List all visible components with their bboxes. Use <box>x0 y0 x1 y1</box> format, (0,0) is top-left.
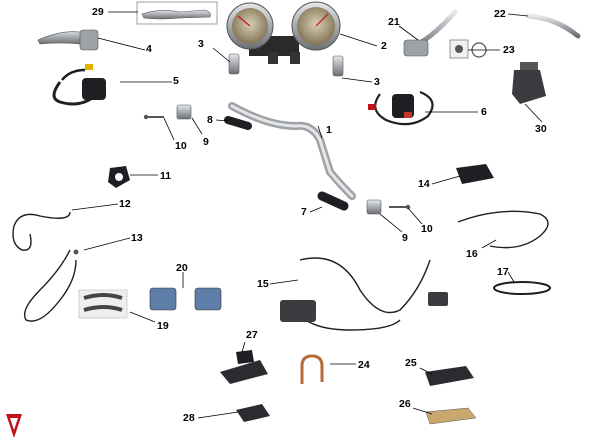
part-29-brake-pedal <box>136 1 218 25</box>
callout-12: 12 <box>119 198 131 210</box>
part-23-switch-parts <box>449 39 487 59</box>
leader-line-7 <box>309 206 323 213</box>
leader-line-16 <box>481 239 497 249</box>
leader-line-10b <box>407 207 423 225</box>
callout-24: 24 <box>358 359 370 371</box>
leader-line-3b <box>341 77 373 83</box>
callout-10a: 10 <box>175 140 187 152</box>
part-27-holder <box>220 350 268 384</box>
part-30-master-cylinder <box>512 62 546 104</box>
leader-line-9b <box>379 213 403 233</box>
leader-line-4 <box>97 37 146 51</box>
leader-line-2 <box>339 33 378 47</box>
part-8-grip <box>224 116 252 130</box>
part-4-clutch-lever <box>37 29 99 51</box>
leader-lines <box>71 11 543 419</box>
part-10-screw <box>143 114 411 210</box>
callout-13: 13 <box>131 232 143 244</box>
part-12-throttle-cable <box>12 211 71 251</box>
leader-line-8 <box>215 119 229 122</box>
part-24-pipe <box>300 354 324 384</box>
part-3-mount-bolt <box>228 53 344 77</box>
leader-line-19 <box>129 311 156 323</box>
part-22-lever <box>525 13 581 39</box>
part-21-front-brake-lever <box>403 9 458 57</box>
callout-5: 5 <box>173 75 179 87</box>
leader-line-13 <box>83 237 131 251</box>
part-11-clamp <box>108 166 130 188</box>
callout-7: 7 <box>301 206 307 218</box>
callout-4: 4 <box>146 43 152 55</box>
callout-27: 27 <box>246 329 258 341</box>
callout-15: 15 <box>257 278 269 290</box>
part-14-throttle-grip <box>456 164 494 184</box>
callout-16: 16 <box>466 248 478 260</box>
callout-23: 23 <box>503 44 515 56</box>
callout-28: 28 <box>183 412 195 424</box>
part-6-right-switch <box>368 90 434 126</box>
part-25-bracket <box>425 366 474 386</box>
leader-line-25 <box>419 367 433 375</box>
callout-17: 17 <box>497 266 509 278</box>
leader-line-14 <box>431 175 461 185</box>
part-1-handlebar <box>228 102 356 200</box>
leader-line-12 <box>71 203 119 211</box>
leader-line-27 <box>241 341 246 353</box>
callout-25: 25 <box>405 357 417 369</box>
leader-line-3a <box>212 47 231 63</box>
part-15-brake-hose <box>280 257 448 331</box>
leader-line-26 <box>412 407 433 415</box>
part-2-gauge-cluster <box>226 1 341 64</box>
leader-line-22 <box>507 13 529 17</box>
part-20-brake-pads <box>149 287 222 311</box>
part-19-brake-shoes <box>78 289 128 319</box>
callout-20: 20 <box>176 262 188 274</box>
callout-10b: 10 <box>421 223 433 235</box>
callout-2: 2 <box>381 40 387 52</box>
callout-8: 8 <box>207 114 213 126</box>
callout-29: 29 <box>92 6 104 18</box>
callout-3a: 3 <box>198 38 204 50</box>
part-5-left-switch <box>52 64 106 106</box>
callout-21: 21 <box>388 16 400 28</box>
leader-line-17 <box>507 271 515 283</box>
leader-line-1 <box>317 125 323 139</box>
callout-6: 6 <box>481 106 487 118</box>
leader-line-30 <box>524 103 543 123</box>
part-16-speedometer-cable <box>457 210 549 249</box>
leader-line-9a <box>191 117 203 135</box>
callout-1: 1 <box>326 124 332 136</box>
callout-9a: 9 <box>203 136 209 148</box>
leader-line-21 <box>398 25 419 41</box>
part-17-loop-cable <box>493 281 551 295</box>
callout-22: 22 <box>494 8 506 20</box>
callout-26: 26 <box>399 398 411 410</box>
part-28-bracket <box>236 404 270 422</box>
leader-line-15 <box>269 279 299 285</box>
callout-14: 14 <box>418 178 430 190</box>
brand-emblem-icon <box>6 414 22 438</box>
callout-11: 11 <box>160 170 172 182</box>
part-7-grip <box>317 191 349 211</box>
leader-line-28 <box>197 411 239 419</box>
callout-3b: 3 <box>374 76 380 88</box>
leader-line-10a <box>163 117 175 141</box>
part-13-clutch-cable <box>23 249 79 322</box>
part-9-bar-end <box>176 104 382 215</box>
callout-19: 19 <box>157 320 169 332</box>
callout-30: 30 <box>535 123 547 135</box>
callout-9b: 9 <box>402 232 408 244</box>
part-26-plate <box>425 407 477 425</box>
